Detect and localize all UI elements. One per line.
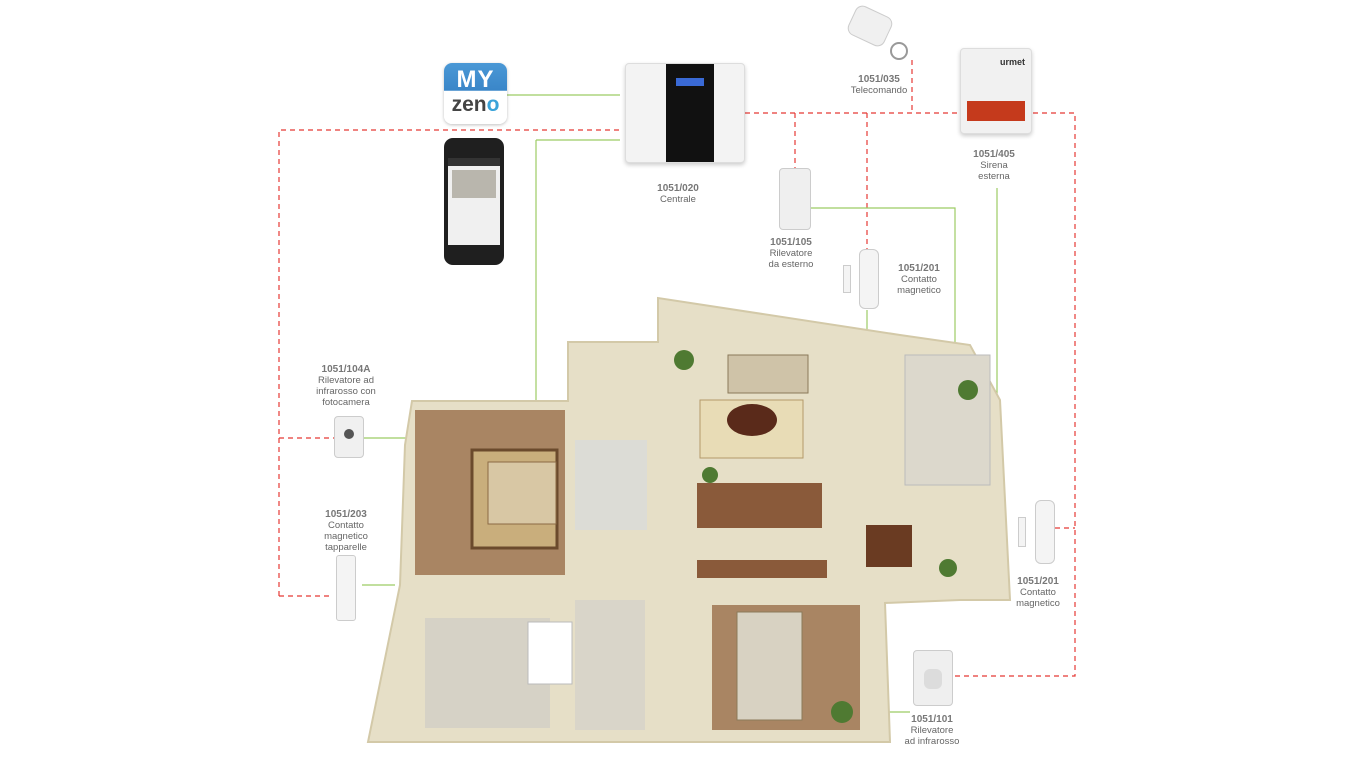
bathroom-1 [575, 440, 647, 530]
remote-desc: Telecomando [850, 85, 908, 96]
label-central: 1051/020 Centrale [628, 183, 728, 205]
central-unit-device [625, 63, 745, 163]
label-magnetic-top: 1051/201 Contatto magnetico [869, 263, 969, 296]
label-shutter-contact: 1051/203 Contatto magnetico tapparelle [296, 509, 396, 553]
magnetic-right-desc-2: magnetico [1016, 598, 1060, 609]
ir-detector-device [913, 650, 953, 706]
logo-line2-suffix: o [486, 93, 500, 116]
ir-detector-desc-1: Rilevatore [910, 725, 954, 736]
ir-lens [924, 669, 942, 689]
magnetic-contact-right-device [1035, 500, 1055, 564]
magnetic-top-desc-1: Contatto [901, 274, 937, 285]
shutter-contact-code: 1051/203 [325, 509, 367, 520]
phone-status-bar [448, 158, 500, 166]
sofa [727, 354, 809, 394]
keyring-ring [890, 42, 908, 60]
plant-3 [702, 467, 718, 483]
outdoor-detector-desc-2: da esterno [768, 259, 814, 270]
siren-light [967, 101, 1025, 121]
outdoor-detector-desc-1: Rilevatore [769, 248, 813, 259]
kitchen-counter-1 [697, 483, 822, 528]
coffee-table [727, 404, 777, 436]
logo-line2: zeno [444, 93, 507, 117]
phone-screen [448, 158, 500, 245]
siren-desc-2: esterna [978, 171, 1010, 182]
label-ir-detector: 1051/101 Rilevatore ad infrarosso [882, 714, 982, 747]
external-siren-device: urmet [960, 48, 1032, 134]
kitchen-counter-2 [697, 560, 827, 578]
central-screen [676, 78, 704, 86]
plant-5 [831, 701, 853, 723]
magnetic-top-desc-2: magnetico [897, 285, 941, 296]
label-remote: 1051/035 Telecomando [829, 74, 929, 96]
camera-detector-desc-3: fotocamera [322, 397, 370, 408]
siren-code: 1051/405 [973, 149, 1015, 160]
bed-1 [487, 461, 557, 525]
ir-detector-desc-2: ad infrarosso [904, 736, 960, 747]
magnetic-top-code: 1051/201 [898, 263, 940, 274]
bathroom-3 [575, 600, 645, 730]
balcony [904, 354, 991, 486]
magnetic-right-desc-1: Contatto [1020, 587, 1056, 598]
central-code: 1051/020 [657, 183, 699, 194]
wired-links [278, 60, 1076, 677]
shutter-contact-device [336, 555, 356, 621]
shutter-contact-desc-1: Contatto [328, 520, 364, 531]
camera-detector-device [334, 416, 364, 458]
outdoor-detector-device [779, 168, 811, 230]
camera-lens [344, 429, 354, 439]
logo-line1: MY [456, 66, 495, 93]
myzeno-app-logo: MY zeno [444, 63, 507, 124]
magnetic-contact-top-device [859, 249, 879, 309]
plant-4 [939, 559, 957, 577]
dining-table [866, 525, 912, 567]
label-magnetic-right: 1051/201 Contatto magnetico [988, 576, 1088, 609]
phone-image [452, 170, 496, 198]
remote-code: 1051/035 [858, 74, 900, 85]
siren-brand: urmet [999, 57, 1025, 67]
smartphone-device [444, 138, 504, 265]
shutter-contact-desc-3: tapparelle [325, 542, 367, 553]
label-outdoor-detector: 1051/105 Rilevatore da esterno [741, 237, 841, 270]
siren-desc-1: Sirena [980, 160, 1008, 171]
plant-2 [958, 380, 978, 400]
magnetic-contact-right-magnet [1018, 517, 1026, 547]
shutter-contact-desc-2: magnetico [324, 531, 368, 542]
plant-1 [674, 350, 694, 370]
magnetic-contact-top-magnet [843, 265, 851, 293]
bed-2 [736, 611, 803, 721]
camera-detector-desc-1: Rilevatore ad [318, 375, 374, 386]
outdoor-detector-code: 1051/105 [770, 237, 812, 248]
camera-detector-desc-2: infrarosso con [316, 386, 376, 397]
logo-line2-prefix: zen [451, 93, 487, 116]
camera-detector-code: 1051/104A [321, 364, 371, 375]
magnetic-right-code: 1051/201 [1017, 576, 1059, 587]
central-desc: Centrale [660, 194, 696, 205]
bathtub [527, 621, 573, 685]
label-siren: 1051/405 Sirena esterna [944, 149, 1044, 182]
label-camera-detector: 1051/104A Rilevatore ad infrarosso con f… [296, 364, 396, 408]
ir-detector-code: 1051/101 [911, 714, 953, 725]
